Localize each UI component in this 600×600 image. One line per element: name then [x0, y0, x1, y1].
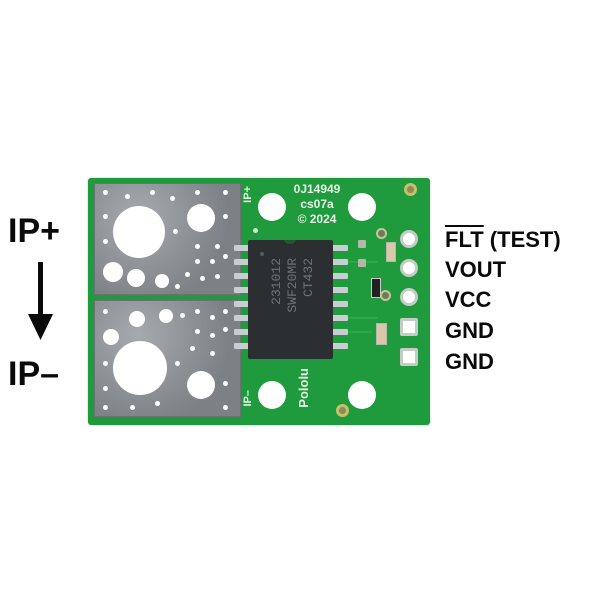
- hole: [187, 204, 215, 232]
- mounting-hole: [258, 381, 286, 409]
- pin-label-gnd-2: GND: [445, 349, 494, 374]
- ip-plus-copper-pad: [94, 183, 241, 295]
- hole: [103, 329, 119, 345]
- pin-pad-flt: [400, 230, 418, 248]
- chip-marking-1: CT432: [301, 258, 316, 298]
- hole: [155, 274, 169, 288]
- hole: [129, 311, 145, 327]
- pin-pad-vcc: [400, 288, 418, 306]
- mounting-hole: [348, 193, 376, 221]
- fiducial: [404, 183, 417, 196]
- pin-label-flt-suffix: (TEST): [483, 227, 561, 252]
- ip-minus-copper-pad: [94, 300, 241, 417]
- capacitor: [376, 323, 387, 345]
- copyright-text: © 2024: [297, 212, 337, 226]
- fiducial: [336, 404, 349, 417]
- hole: [187, 371, 215, 399]
- ip-minus-silk: IP–: [242, 390, 254, 407]
- chip-marking-2: SWF20MR: [285, 258, 300, 313]
- part-number-text: 0J14949: [293, 182, 341, 196]
- ip-plus-silk: IP+: [242, 186, 254, 203]
- pin-pad-gnd-1: [400, 318, 418, 336]
- down-arrow-icon: [28, 262, 53, 340]
- chip-marking-3: 231012: [269, 258, 284, 305]
- pin-label-vout: VOUT: [445, 257, 507, 282]
- pin-label-flt: FLT (TEST): [445, 229, 561, 251]
- pin1-dot: [253, 228, 258, 233]
- pcb-board: 0J14949 cs07a © 2024 IP+ IP– Pololu: [88, 178, 430, 425]
- pololu-brand-silk: Pololu: [296, 368, 311, 408]
- pin-pad-vout: [400, 259, 418, 277]
- pin-label-flt-name: FLT: [445, 227, 484, 252]
- current-sensor-ic: CT432 SWF20MR 231012: [248, 239, 333, 359]
- large-hole: [113, 341, 167, 395]
- hole: [127, 269, 145, 287]
- hole: [103, 262, 123, 282]
- pin-label-vcc: VCC: [445, 287, 492, 312]
- mounting-hole: [258, 193, 286, 221]
- ip-plus-label: IP+: [8, 212, 60, 250]
- resistor: [371, 278, 381, 298]
- ip-minus-label: IP–: [8, 355, 60, 393]
- pin-label-gnd-1: GND: [445, 318, 494, 343]
- mounting-hole: [348, 381, 376, 409]
- pin-pad-gnd-2: [400, 348, 418, 366]
- revision-text: cs07a: [300, 197, 334, 211]
- capacitor: [386, 242, 396, 262]
- hole: [159, 309, 173, 323]
- large-hole: [113, 206, 165, 258]
